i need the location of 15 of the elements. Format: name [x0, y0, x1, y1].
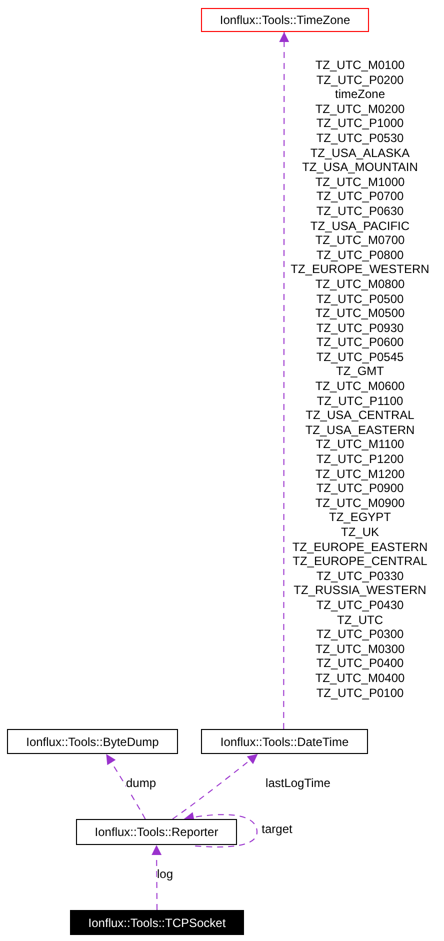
class-box: Ionflux::Tools::ByteDump	[7, 729, 178, 754]
dashed-arrow	[183, 812, 258, 848]
edge-label: lastLogTime	[266, 776, 330, 791]
class-box: Ionflux::Tools::DateTime	[201, 729, 368, 754]
edge-label: TZ_UTC_M0100 TZ_UTC_P0200 timeZone TZ_UTC_M0200 TZ_UTC_P1000 TZ_UTC_P0530 TZ_USA_ALASKA TZ_USA_MOUNTAIN TZ_UTC_M1000 TZ_UTC_P0700 TZ_UTC_P0630 TZ_USA_PACIFIC TZ_UTC_M0700 TZ_UTC_P0800 TZ_EUROPE_WESTERN TZ_UTC_M0800 TZ_UTC_P0500 TZ_UTC_M0500 TZ_UTC_P0930 TZ_UTC_P0600 TZ_UTC_P0545 TZ_GMT TZ_UTC_M0600 TZ_UTC_P1100 TZ_USA_CENTRAL TZ_USA_EASTERN TZ_UTC_M1100 TZ_UTC_P1200 TZ_UTC_M1200 TZ_UTC_P0900 TZ_UTC_M0900 TZ_EGYPT TZ_UK TZ_EUROPE_EASTERN TZ_EUROPE_CENTRAL TZ_UTC_P0330 TZ_RUSSIA_WESTERN TZ_UTC_P0430 TZ_UTC TZ_UTC_P0300 TZ_UTC_M0300 TZ_UTC_P0400 TZ_UTC_M0400 TZ_UTC_P0100	[290, 58, 430, 700]
edge-label: dump	[126, 776, 156, 791]
dashed-arrow	[152, 844, 162, 910]
dashed-arrow	[279, 32, 290, 730]
edge-label: target	[262, 822, 292, 837]
class-box: Ionflux::Tools::TCPSocket	[70, 910, 244, 935]
dashed-arrow	[106, 754, 146, 820]
class-box: Ionflux::Tools::TimeZone	[201, 8, 369, 32]
class-box: Ionflux::Tools::Reporter	[76, 819, 237, 845]
edge-label: log	[157, 867, 173, 882]
dashed-arrow	[172, 754, 258, 820]
